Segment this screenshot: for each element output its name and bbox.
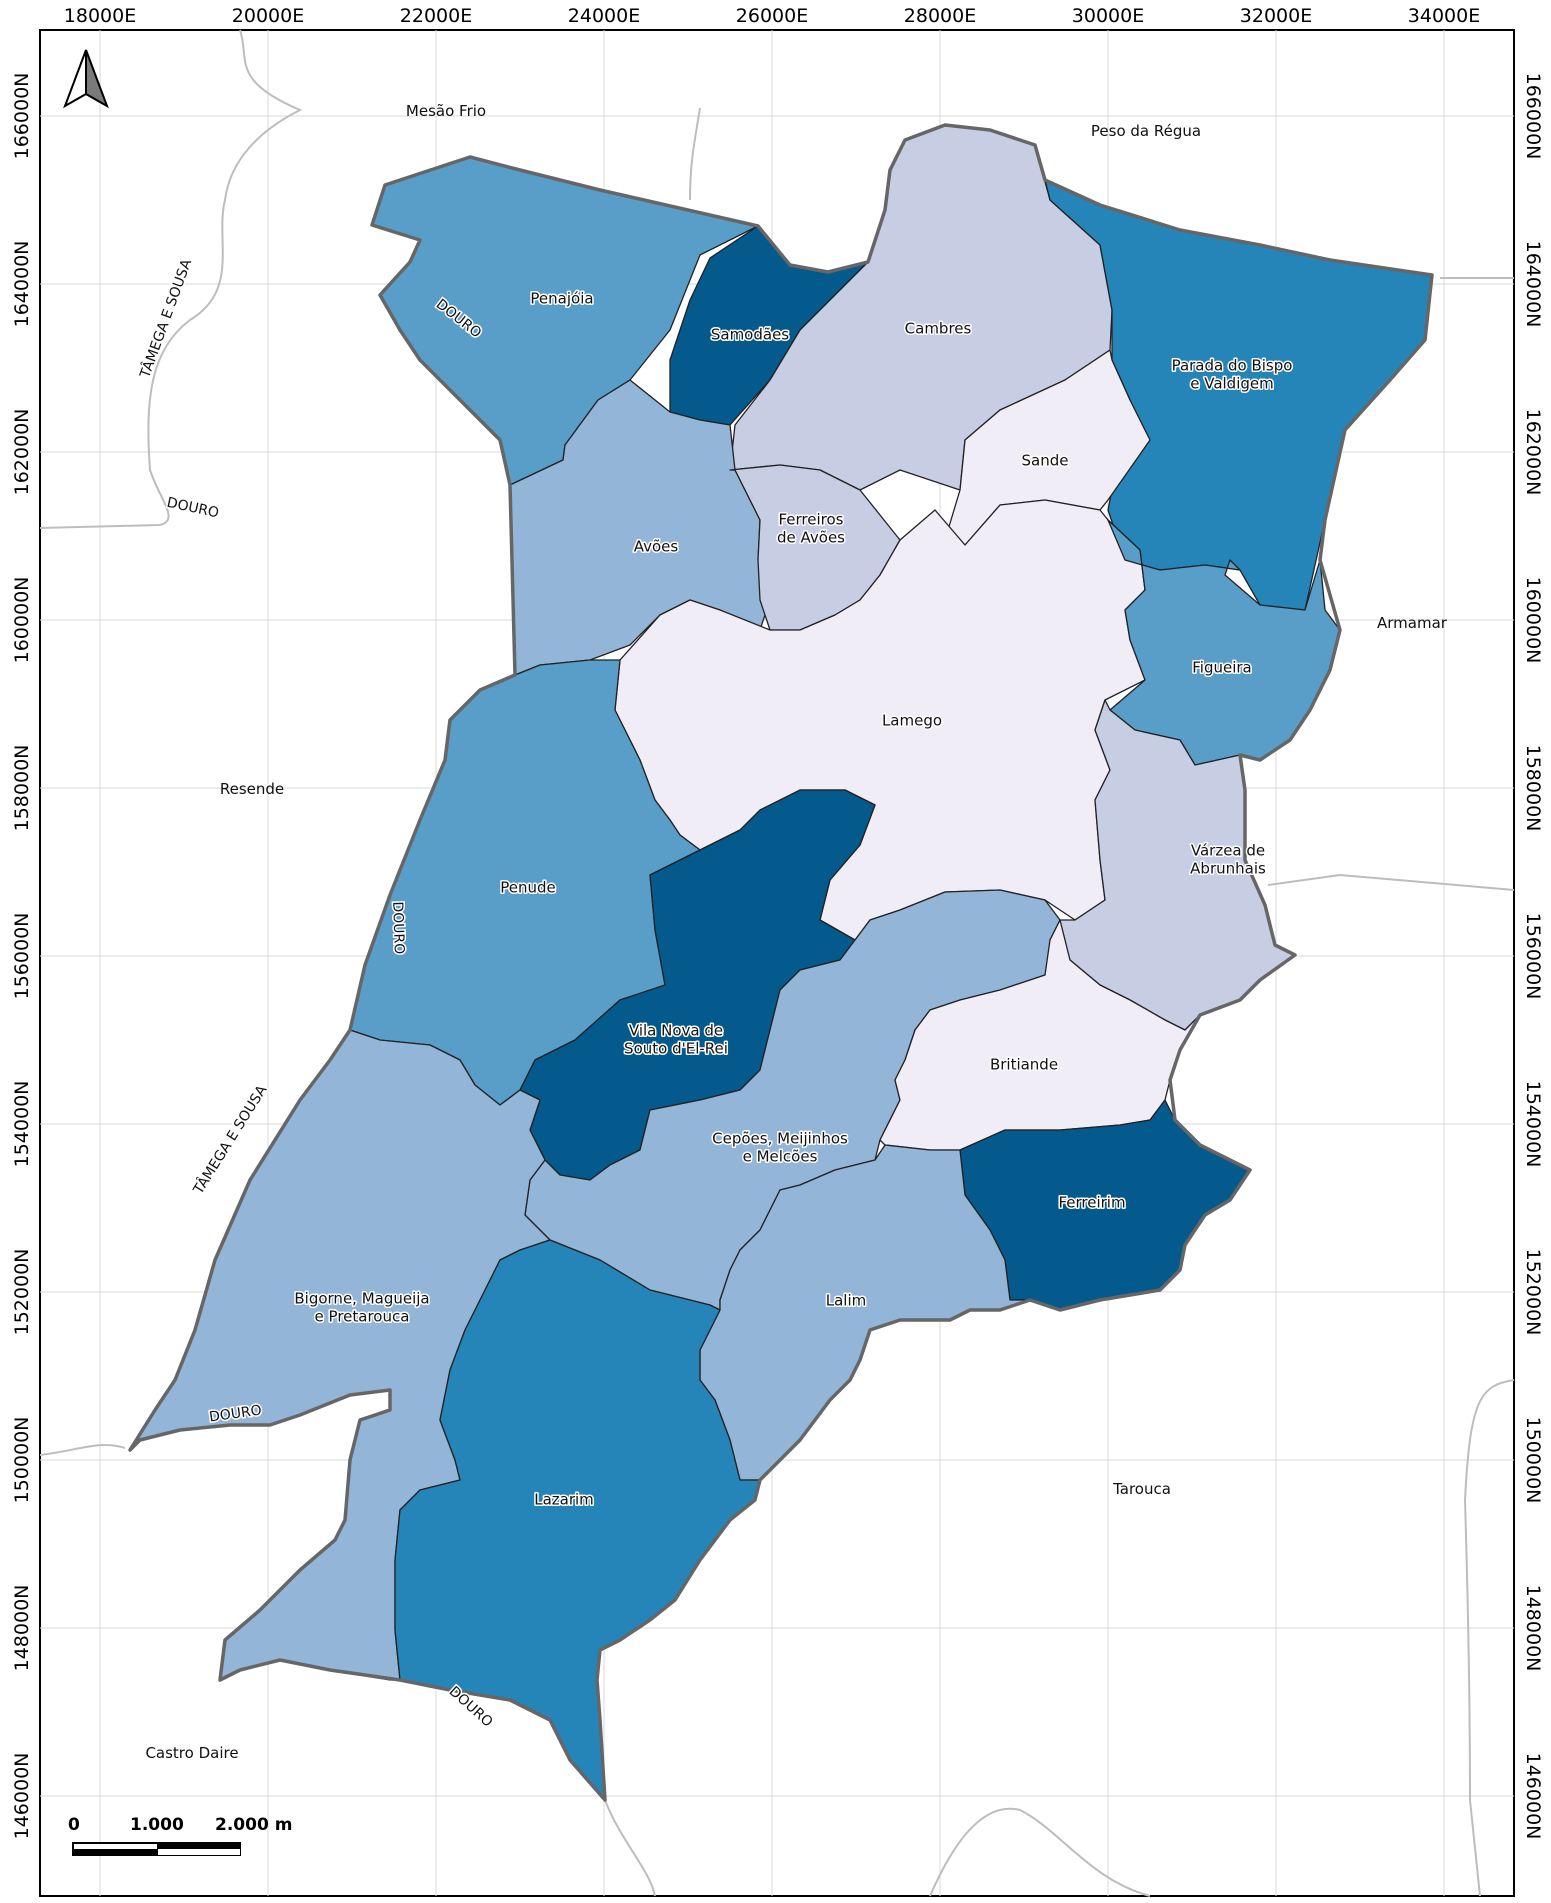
right-tick-label: 156000N xyxy=(1522,913,1544,1000)
parish-label-sande: Sande xyxy=(1022,451,1069,469)
top-tick-label: 18000E xyxy=(64,5,136,27)
parish-label-line: Abrunhais xyxy=(1190,859,1266,877)
scale-label-zero: 0 xyxy=(68,1815,80,1835)
right-tick-label: 162000N xyxy=(1522,409,1544,496)
parish-label-line: e Pretarouca xyxy=(315,1307,410,1325)
right-tick-label: 148000N xyxy=(1522,1585,1544,1672)
parish-label-lamego: Lamego xyxy=(882,711,942,729)
right-tick-label: 152000N xyxy=(1522,1249,1544,1336)
right-tick-label: 164000N xyxy=(1522,241,1544,328)
parish-label-avoes: Avões xyxy=(634,537,679,555)
parish-label-line: e Melcões xyxy=(743,1147,818,1165)
river-label-douro-3: DOURO xyxy=(389,901,407,954)
parish-label-line: Penajóia xyxy=(530,289,593,307)
parish-label-line: Cepões, Meijinhos xyxy=(712,1129,848,1147)
left-tick-label: 154000N xyxy=(11,1081,33,1168)
parish-label-penajoia: Penajóia xyxy=(530,289,593,307)
top-tick-label: 30000E xyxy=(1072,5,1144,27)
parish-label-line: Vila Nova de xyxy=(629,1021,723,1039)
top-tick-label: 34000E xyxy=(1408,5,1480,27)
place-label-tarouca: Tarouca xyxy=(1112,1480,1171,1498)
left-tick-label: 158000N xyxy=(11,745,33,832)
neighbor-borders xyxy=(39,29,1515,1897)
place-label-castro-daire: Castro Daire xyxy=(145,1744,238,1762)
top-tick-label: 28000E xyxy=(904,5,976,27)
municipal-boundary xyxy=(128,123,1434,1802)
left-tick-label: 148000N xyxy=(11,1585,33,1672)
parish-label-samodaes: Samodães xyxy=(711,325,789,343)
top-tick-label: 20000E xyxy=(232,5,304,27)
parish-label-line: de Avões xyxy=(777,528,845,546)
parish-label-line: Sande xyxy=(1022,451,1069,469)
north-arrow-icon xyxy=(63,49,109,109)
left-tick-label: 146000N xyxy=(11,1753,33,1840)
parish-label-ferreirim: Ferreirim xyxy=(1058,1193,1125,1211)
parish-label-line: Parada do Bispo xyxy=(1172,356,1293,374)
parish-label-line: Ferreiros xyxy=(778,510,843,528)
parish-label-line: Penude xyxy=(500,878,556,896)
parish-label-line: Lazarim xyxy=(534,1490,594,1508)
right-tick-label: 166000N xyxy=(1522,73,1544,160)
parish-polygons xyxy=(129,124,1433,1801)
top-tick-label: 26000E xyxy=(736,5,808,27)
parish-label-line: Cambres xyxy=(905,319,972,337)
left-tick-label: 152000N xyxy=(11,1249,33,1336)
top-tick-label: 32000E xyxy=(1240,5,1312,27)
right-tick-label: 154000N xyxy=(1522,1081,1544,1168)
right-tick-label: 150000N xyxy=(1522,1417,1544,1504)
place-label-armamar: Armamar xyxy=(1377,614,1448,632)
parish-label-lazarim: Lazarim xyxy=(534,1490,594,1508)
left-tick-label: 156000N xyxy=(11,913,33,1000)
parish-label-line: Lalim xyxy=(826,1291,867,1309)
left-tick-label: 162000N xyxy=(11,409,33,496)
right-tick-label: 146000N xyxy=(1522,1753,1544,1840)
parish-label-lalim: Lalim xyxy=(826,1291,867,1309)
left-tick-label: 150000N xyxy=(11,1417,33,1504)
scale-bar: 0 1.000 2.000 m xyxy=(68,1815,292,1856)
top-tick-label: 22000E xyxy=(400,5,472,27)
place-label-mesao-frio: Mesão Frio xyxy=(406,102,486,120)
left-tick-label: 160000N xyxy=(11,577,33,664)
parish-label-line: Lamego xyxy=(882,711,942,729)
graticule-labels: 18000E 20000E 22000E 24000E 26000E 28000E 3000… xyxy=(11,5,1544,1839)
parish-label-line: Avões xyxy=(634,537,679,555)
parish-label-line: Figueira xyxy=(1192,658,1252,676)
scale-label-end: 2.000 m xyxy=(215,1815,292,1835)
left-tick-label: 164000N xyxy=(11,241,33,328)
parish-label-britiande: Britiande xyxy=(990,1055,1058,1073)
parish-label-line: Ferreirim xyxy=(1058,1193,1125,1211)
parish-label-cambres: Cambres xyxy=(905,319,972,337)
scale-label-mid: 1.000 xyxy=(130,1815,184,1835)
place-label-peso-da-regua: Peso da Régua xyxy=(1091,122,1201,140)
left-tick-label: 166000N xyxy=(11,73,33,160)
top-tick-label: 24000E xyxy=(568,5,640,27)
parish-label-penude: Penude xyxy=(500,878,556,896)
parish-label-line: Bigorne, Magueija xyxy=(294,1289,429,1307)
place-label-resende: Resende xyxy=(220,780,284,798)
parish-label-figueira: Figueira xyxy=(1192,658,1252,676)
parish-label-line: Samodães xyxy=(711,325,789,343)
right-tick-label: 158000N xyxy=(1522,745,1544,832)
right-tick-label: 160000N xyxy=(1522,577,1544,664)
parish-label-line: Várzea de xyxy=(1191,841,1265,859)
parish-label-line: Souto d'El-Rei xyxy=(624,1039,728,1057)
parish-label-line: e Valdigem xyxy=(1190,374,1274,392)
map-frame xyxy=(39,29,1515,1897)
parish-label-line: Britiande xyxy=(990,1055,1058,1073)
